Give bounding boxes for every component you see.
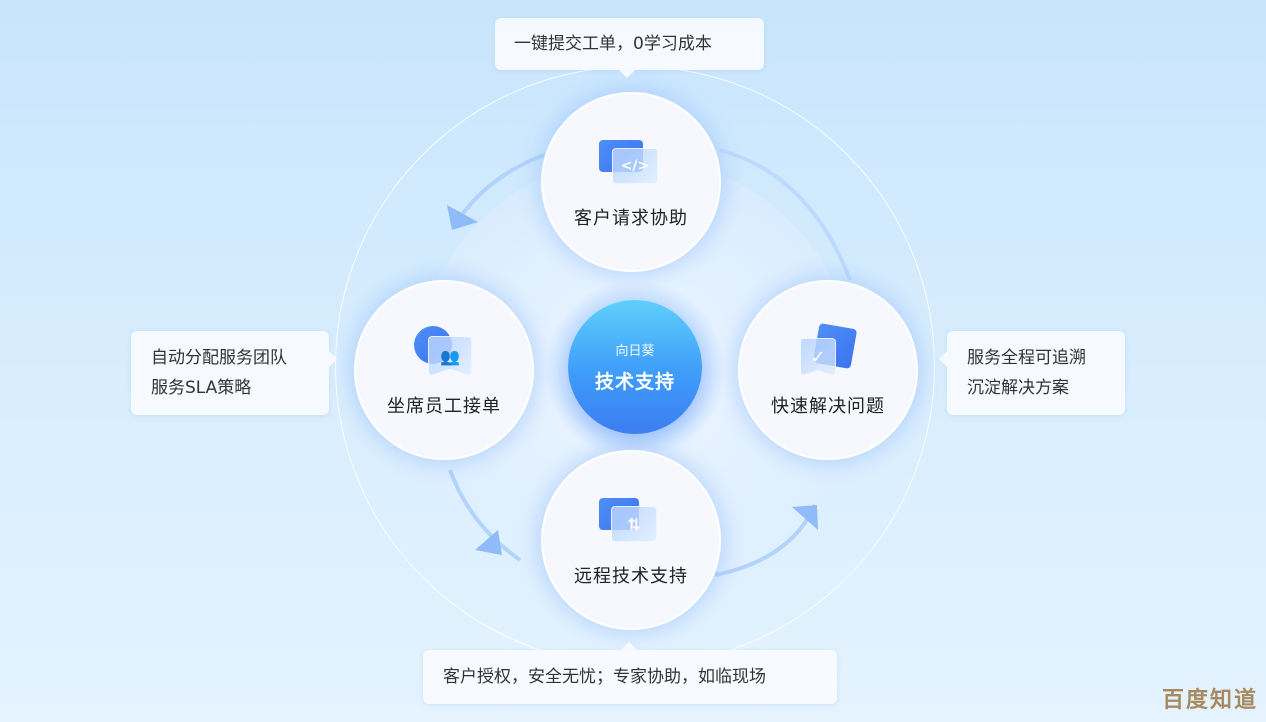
callout-right: 服务全程可追溯 沉淀解决方案 [939, 331, 1125, 415]
node-label: 坐席员工接单 [387, 396, 501, 417]
center-brand: 向日葵 [615, 344, 655, 359]
arrow-head-bottom-right [792, 505, 818, 530]
callout-left-line-1: 自动分配服务团队 [151, 348, 287, 368]
watermark: 百度知道 [1161, 688, 1258, 713]
callout-top-text: 一键提交工单，0学习成本 [514, 34, 712, 54]
node-remote-support: ⇅ 远程技术支持 [541, 450, 721, 630]
node-label: 快速解决问题 [771, 396, 885, 417]
node-customer-request: </> 客户请求协助 [541, 92, 721, 272]
callout-bottom-text: 客户授权，安全无忧；专家协助，如临现场 [443, 667, 766, 687]
node-label: 远程技术支持 [574, 566, 688, 587]
callout-left-line-2: 服务SLA策略 [151, 378, 252, 398]
check-badge-icon: ✓ [796, 323, 860, 378]
remote-connection-icon: ⇅ [599, 496, 663, 548]
callout-left: 自动分配服务团队 服务SLA策略 [131, 331, 337, 415]
arrow-head-bottom-left [475, 530, 502, 555]
node-label: 客户请求协助 [574, 208, 688, 229]
callout-right-line-1: 服务全程可追溯 [967, 348, 1086, 368]
team-users-icon: 👥 [412, 326, 476, 378]
callout-right-line-2: 沉淀解决方案 [967, 378, 1069, 398]
node-quick-resolve: ✓ 快速解决问题 [738, 280, 918, 460]
center-hub: 向日葵 技术支持 [568, 300, 702, 434]
center-title: 技术支持 [594, 371, 675, 393]
node-agent-accept: 👥 坐席员工接单 [354, 280, 534, 460]
callout-top: 一键提交工单，0学习成本 [495, 18, 764, 78]
code-window-icon: </> [599, 138, 663, 190]
arrow-head-top-left [447, 205, 478, 230]
callout-bottom: 客户授权，安全无忧；专家协助，如临现场 [423, 642, 837, 704]
